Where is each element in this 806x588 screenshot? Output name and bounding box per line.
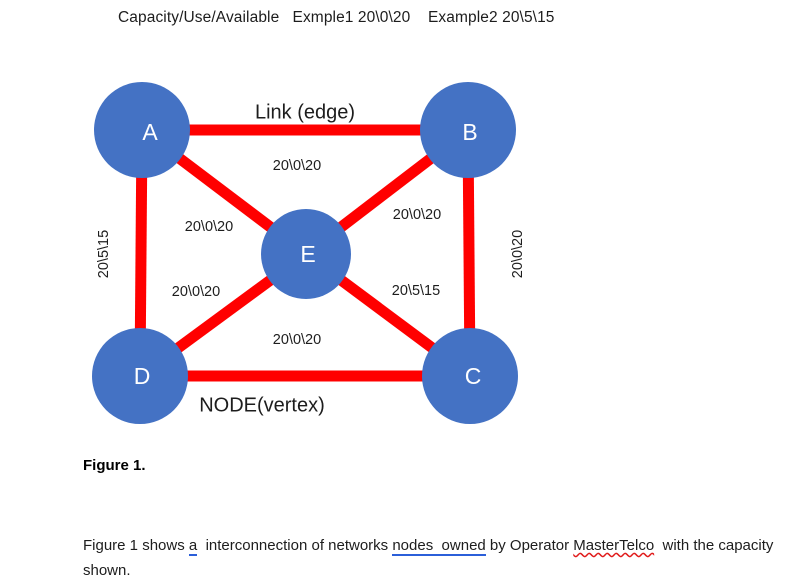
node-b[interactable]: B: [420, 82, 516, 178]
grammar-flag-a[interactable]: a: [188, 537, 198, 556]
annotation-node-vertex: NODE(vertex): [199, 394, 325, 416]
node-d-label: D: [134, 363, 151, 389]
edge-label-e-c: 20\5\15: [392, 283, 440, 299]
edge-label-b-c: 20\0\20: [510, 230, 526, 278]
spelling-flag-mastertelco[interactable]: MasterTelco: [573, 537, 655, 554]
node-a-label: A: [142, 119, 158, 145]
description-text-part-3: by Operator: [485, 537, 574, 554]
edge-label-group: 20\0\20 20\5\15 20\0\20 20\0\20 20\0\20 …: [96, 158, 526, 348]
edge-label-d-e: 20\0\20: [172, 284, 220, 300]
edge-label-d-c: 20\0\20: [273, 332, 321, 348]
node-a[interactable]: A: [94, 82, 190, 178]
node-e[interactable]: E: [261, 209, 351, 299]
annotation-link-edge: Link (edge): [255, 101, 355, 123]
edge-label-a-b: 20\0\20: [273, 158, 321, 174]
capacity-legend-text: Capacity/Use/Available Exmple1 20\0\20 E…: [118, 9, 555, 26]
network-diagram: A B C D E 20\0\20 20\5\15 20\0\20: [0, 58, 806, 448]
annotation-group: Link (edge) NODE(vertex): [199, 101, 355, 416]
node-b-label: B: [462, 119, 477, 145]
node-c[interactable]: C: [422, 328, 518, 424]
edge-label-a-e: 20\0\20: [185, 219, 233, 235]
description-text-part-1: Figure 1 shows: [83, 537, 189, 554]
description-text-part-4: with the capacity shown.: [83, 537, 786, 579]
figure-caption-label: Figure 1.: [83, 457, 146, 474]
node-d[interactable]: D: [92, 328, 188, 424]
edge-label-a-d: 20\5\15: [96, 230, 112, 278]
node-group: A B C D E: [92, 82, 518, 424]
node-e-label: E: [300, 241, 315, 267]
edge-label-b-e: 20\0\20: [393, 207, 441, 223]
figure-description-paragraph: Figure 1 shows a interconnection of netw…: [83, 533, 783, 583]
description-text-part-2: interconnection of networks: [197, 537, 393, 554]
grammar-flag-nodes-owned[interactable]: nodes owned: [392, 537, 486, 556]
node-c-label: C: [465, 363, 482, 389]
